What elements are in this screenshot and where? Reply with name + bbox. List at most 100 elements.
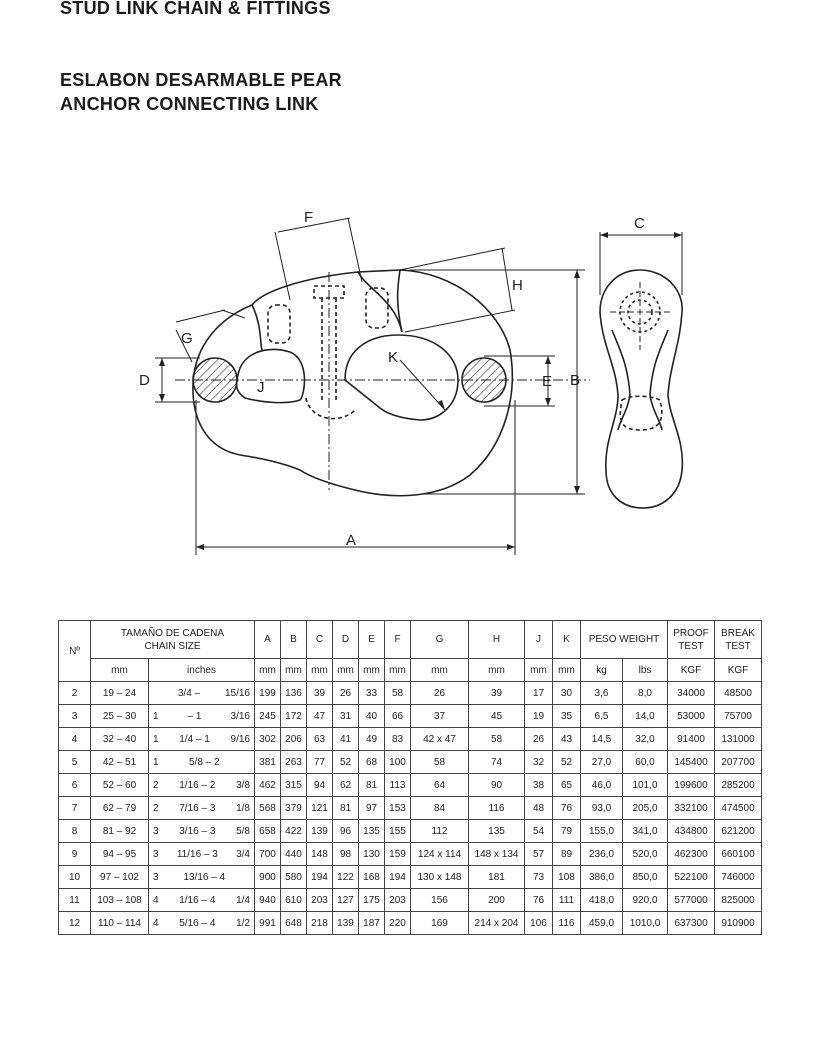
cell-f: 66	[384, 704, 411, 728]
cell-k: 35	[552, 704, 581, 728]
cell-f: 159	[384, 842, 411, 866]
cell-j: 106	[524, 911, 553, 935]
cell-h: 45	[468, 704, 525, 728]
cell-d: 62	[332, 773, 359, 797]
inches-fraction: 3/8	[236, 779, 250, 791]
inches-fraction: 1/2	[236, 917, 250, 929]
cell-proof: 332100	[667, 796, 715, 820]
specification-table: Nº TAMAÑO DE CADENA CHAIN SIZE A B C D E…	[58, 620, 762, 935]
unit-j: mm	[524, 658, 553, 682]
chain-size-en: CHAIN SIZE	[144, 640, 201, 652]
cell-inches: 2 7/16 – 3 1/8	[148, 796, 255, 820]
label-A: A	[346, 532, 356, 549]
unit-mm: mm	[90, 658, 149, 682]
cell-b: 440	[280, 842, 307, 866]
cell-lbs: 920,0	[622, 888, 668, 912]
col-header-d: D	[332, 620, 359, 659]
unit-a: mm	[254, 658, 281, 682]
dimension-arrows	[159, 232, 682, 550]
cell-g: 124 x 114	[410, 842, 469, 866]
inches-fraction: 3/16	[230, 710, 250, 722]
cell-mm: 62 – 79	[90, 796, 149, 820]
cell-b: 263	[280, 750, 307, 774]
col-header-g: G	[410, 620, 469, 659]
unit-e: mm	[358, 658, 385, 682]
cell-kg: 155,0	[580, 819, 623, 843]
cell-h: 90	[468, 773, 525, 797]
unit-d: mm	[332, 658, 359, 682]
inches-fraction: 5/8	[236, 825, 250, 837]
cell-k: 30	[552, 681, 581, 705]
cell-g: 26	[410, 681, 469, 705]
unit-k: mm	[552, 658, 581, 682]
cell-g: 64	[410, 773, 469, 797]
table-row: 11 103 – 108 4 1/16 – 4 1/4 940 610 203 …	[58, 888, 762, 912]
cell-c: 203	[306, 888, 333, 912]
table-row: 10 97 – 102 3 13/16 – 4 900 580 194 122 …	[58, 865, 762, 889]
cell-no: 8	[58, 819, 91, 843]
cell-e: 130	[358, 842, 385, 866]
cell-e: 175	[358, 888, 385, 912]
cell-a: 302	[254, 727, 281, 751]
inches-whole: 1	[153, 710, 159, 722]
cell-f: 194	[384, 865, 411, 889]
inches-value: 2 1/16 – 2 3/8	[149, 780, 254, 791]
inches-range: 7/16 – 3	[179, 802, 216, 814]
cell-g: 37	[410, 704, 469, 728]
cell-proof: 462300	[667, 842, 715, 866]
dimension-lines	[155, 217, 683, 555]
unit-proof: KGF	[667, 658, 715, 682]
unit-c: mm	[306, 658, 333, 682]
cell-j: 54	[524, 819, 553, 843]
cell-d: 26	[332, 681, 359, 705]
inches-range: 13/16 – 4	[183, 871, 226, 883]
cell-c: 121	[306, 796, 333, 820]
break-l1: BREAK	[721, 627, 755, 639]
inches-value: 1 1/4 – 1 9/16	[149, 734, 254, 745]
cell-a: 199	[254, 681, 281, 705]
col-header-f: F	[384, 620, 411, 659]
cell-inches: 1 5/8 – 2	[148, 750, 255, 774]
cell-g: 112	[410, 819, 469, 843]
inches-range: 1/4 – 1	[179, 733, 210, 745]
cell-kg: 14,5	[580, 727, 623, 751]
cell-no: 7	[58, 796, 91, 820]
cell-b: 379	[280, 796, 307, 820]
cell-mm: 103 – 108	[90, 888, 149, 912]
inches-whole: 3	[153, 871, 159, 883]
inches-fraction: 9/16	[230, 733, 250, 745]
cell-k: 52	[552, 750, 581, 774]
cell-f: 155	[384, 819, 411, 843]
table-header-row: Nº TAMAÑO DE CADENA CHAIN SIZE A B C D E…	[58, 620, 762, 682]
connecting-link-drawing: A B C D E F G H J K	[139, 209, 684, 555]
table-row: 9 94 – 95 3 11/16 – 3 3/4 700 440 148 98…	[58, 842, 762, 866]
col-header-chain-size: TAMAÑO DE CADENA CHAIN SIZE	[90, 620, 255, 659]
table-row: 2 19 – 24 3/4 – 15/16 199 136 39 26 33 5…	[58, 681, 762, 705]
label-H: H	[512, 277, 523, 294]
cell-e: 68	[358, 750, 385, 774]
label-E: E	[542, 373, 552, 390]
cell-mm: 52 – 60	[90, 773, 149, 797]
col-header-e: E	[358, 620, 385, 659]
cell-k: 89	[552, 842, 581, 866]
cell-proof: 199600	[667, 773, 715, 797]
cell-a: 700	[254, 842, 281, 866]
inches-value: 3 11/16 – 3 3/4	[149, 849, 254, 860]
inches-value: 3 13/16 – 4	[149, 872, 254, 883]
cell-kg: 93,0	[580, 796, 623, 820]
table-body: 2 19 – 24 3/4 – 15/16 199 136 39 26 33 5…	[58, 681, 762, 935]
cell-b: 206	[280, 727, 307, 751]
col-header-proof-test: PROOF TEST	[667, 620, 715, 659]
cell-mm: 94 – 95	[90, 842, 149, 866]
cell-f: 83	[384, 727, 411, 751]
cell-e: 187	[358, 911, 385, 935]
cell-break: 660100	[714, 842, 762, 866]
cell-inches: 3 11/16 – 3 3/4	[148, 842, 255, 866]
cell-e: 168	[358, 865, 385, 889]
cell-h: 39	[468, 681, 525, 705]
product-title-es: ESLABON DESARMABLE PEAR	[60, 70, 342, 90]
proof-l2: TEST	[678, 640, 704, 652]
inches-whole: 4	[153, 894, 159, 906]
cell-k: 116	[552, 911, 581, 935]
cell-kg: 3,6	[580, 681, 623, 705]
